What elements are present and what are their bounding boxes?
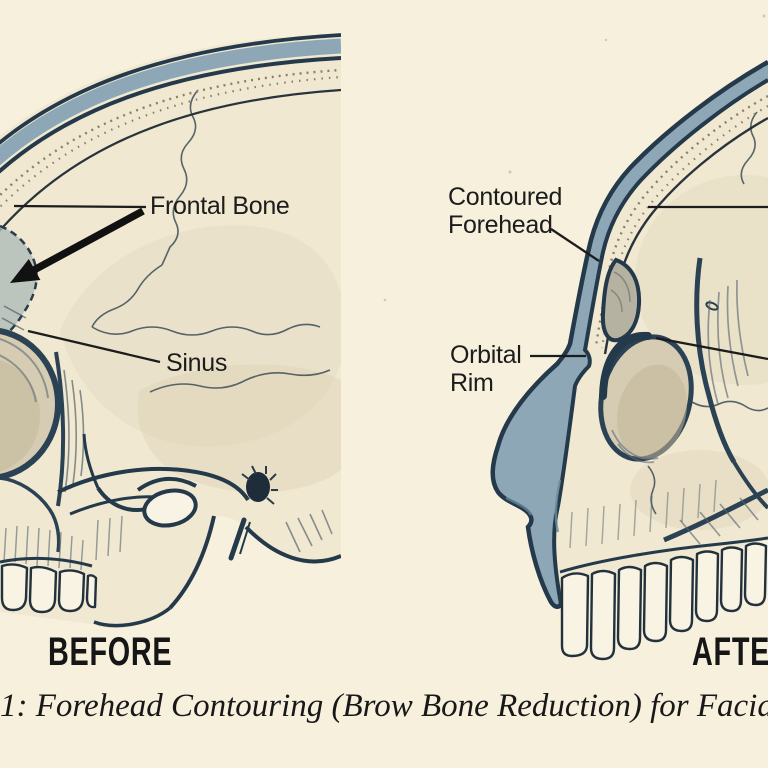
- ear-canal: [246, 472, 270, 502]
- figure-caption: 1: Forehead Contouring (Brow Bone Reduct…: [0, 688, 768, 724]
- suture-lines: [91, 89, 331, 393]
- annotation-lines: [10, 204, 768, 364]
- sinus-label: Sinus: [166, 349, 228, 377]
- contoured-forehead-label: Contoured Forehead: [448, 183, 563, 240]
- frontal-bone-leader-line: [13, 204, 147, 209]
- before-skull-illustration: [0, 33, 341, 629]
- frontal-bone-arrowhead: [10, 259, 41, 283]
- cropped-leader-line-bottom: [655, 336, 768, 361]
- after-title-text: AFTER: [692, 630, 768, 674]
- upper-teeth: [0, 563, 98, 614]
- after-title: AFTER: [692, 630, 768, 675]
- frontal-bone-label: Frontal Bone: [150, 192, 290, 220]
- frontal-sinus-cavity: [600, 257, 657, 357]
- sinus-leader-line: [27, 329, 161, 364]
- after-skull-illustration: [490, 60, 768, 661]
- jaw-joint-region: [57, 433, 341, 628]
- before-title-text: BEFORE: [48, 630, 173, 674]
- eye-socket: [0, 328, 61, 480]
- upper-teeth-after: [560, 542, 768, 661]
- scalp-and-skull-band: [0, 33, 341, 232]
- frontal-bone-arrow-shaft: [32, 207, 145, 274]
- eye-socket-after: [598, 331, 694, 464]
- orbital-rim-label: Orbital Rim: [450, 341, 522, 398]
- contoured-forehead-leader-line: [550, 228, 600, 262]
- before-title: BEFORE: [48, 630, 221, 675]
